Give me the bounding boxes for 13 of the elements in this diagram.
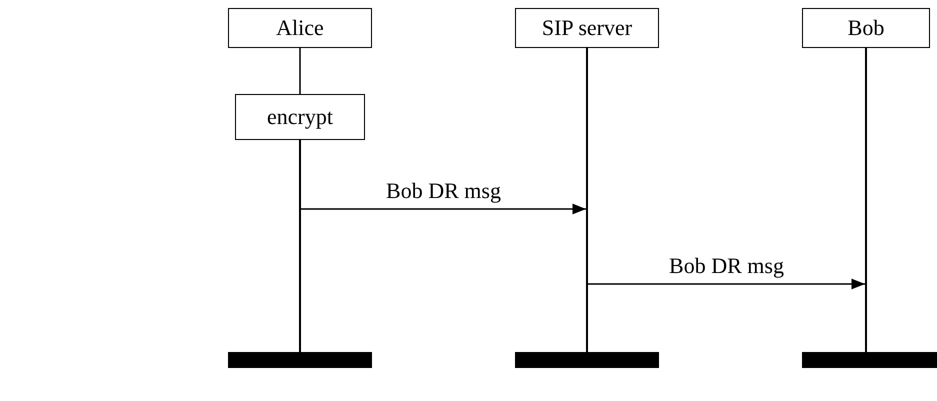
lifeline bbox=[583, 48, 591, 352]
end-bar bbox=[515, 352, 659, 368]
lifeline bbox=[862, 48, 870, 352]
end-bar bbox=[228, 352, 372, 368]
participant-box: Alice bbox=[228, 8, 372, 48]
end-bar bbox=[802, 352, 937, 368]
message-arrow bbox=[301, 204, 586, 214]
lifeline bbox=[296, 140, 304, 352]
participant-box: SIP server bbox=[515, 8, 659, 48]
participant-box: Bob bbox=[802, 8, 930, 48]
action-box: encrypt bbox=[235, 94, 365, 140]
message-arrow bbox=[588, 278, 865, 290]
lifeline bbox=[299, 48, 301, 94]
